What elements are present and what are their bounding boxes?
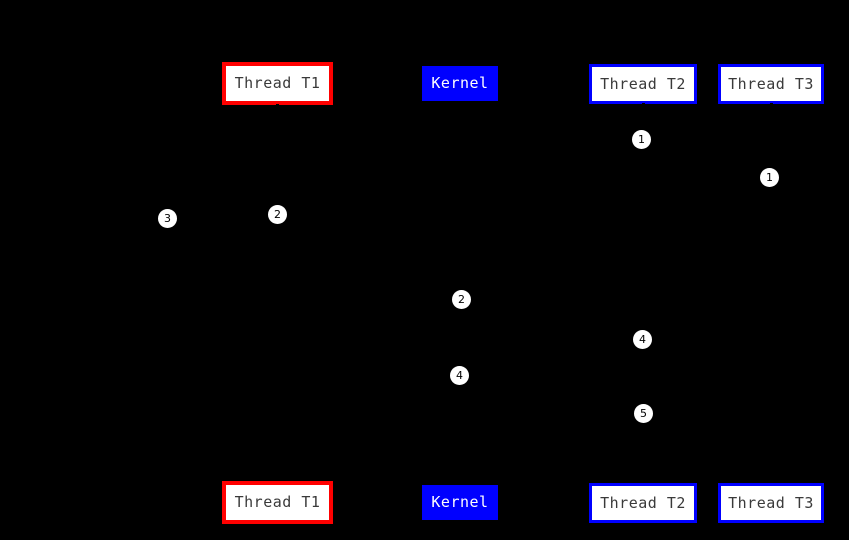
step-marker: 2: [452, 290, 471, 309]
participant-label-thread-t1-top: Thread T1: [234, 74, 321, 92]
step-marker: 5: [634, 404, 653, 423]
step-number: 3: [164, 212, 171, 225]
participant-box-thread-t3-top[interactable]: Thread T3: [718, 64, 824, 104]
step-marker: 2: [268, 205, 287, 224]
step-marker: 3: [158, 209, 177, 228]
participant-box-thread-t1-top[interactable]: Thread T1: [222, 62, 333, 105]
lifeline-thread-t2: [643, 105, 644, 481]
message-arrow-5: [460, 413, 643, 414]
participant-box-thread-t1-bottom[interactable]: Thread T1: [222, 481, 333, 524]
lifeline-stub-t2-top: [642, 103, 645, 107]
message-arrow-3: [277, 299, 461, 300]
step-number: 2: [274, 208, 281, 221]
participant-label-thread-t3-bottom: Thread T3: [728, 493, 814, 512]
participant-label-thread-t3-top: Thread T3: [728, 74, 814, 93]
step-marker: 4: [633, 330, 652, 349]
message-arrow-1: [643, 139, 771, 140]
message-arrow-4: [460, 375, 643, 376]
participant-label-thread-t2-bottom: Thread T2: [600, 493, 686, 512]
lifeline-stub-t2-bottom: [642, 479, 645, 483]
step-marker: 4: [450, 366, 469, 385]
participant-label-kernel-top: Kernel: [431, 74, 489, 92]
participant-label-kernel-bottom: Kernel: [431, 493, 489, 511]
message-arrow-2: [167, 218, 277, 219]
step-marker: 1: [760, 168, 779, 187]
lifeline-thread-t1: [277, 105, 278, 481]
step-number: 1: [766, 171, 773, 184]
participant-box-kernel-top[interactable]: Kernel: [422, 66, 498, 101]
lifeline-stub-t1-top: [276, 104, 279, 108]
participant-box-thread-t2-bottom[interactable]: Thread T2: [589, 483, 697, 523]
participant-label-thread-t1-bottom: Thread T1: [234, 493, 321, 511]
step-number: 5: [640, 407, 647, 420]
step-number: 4: [456, 369, 463, 382]
participant-label-thread-t2-top: Thread T2: [600, 74, 686, 93]
participant-box-thread-t3-bottom[interactable]: Thread T3: [718, 483, 824, 523]
lifeline-thread-t3: [771, 105, 772, 481]
participant-box-thread-t2-top[interactable]: Thread T2: [589, 64, 697, 104]
step-number: 2: [458, 293, 465, 306]
lifeline-stub-t1-bottom: [276, 477, 279, 481]
lifeline-stub-t3-top: [770, 103, 773, 107]
step-marker: 1: [632, 130, 651, 149]
lifeline-stub-t3-bottom: [770, 479, 773, 483]
participant-box-kernel-bottom[interactable]: Kernel: [422, 485, 498, 520]
step-number: 4: [639, 333, 646, 346]
step-number: 1: [638, 133, 645, 146]
